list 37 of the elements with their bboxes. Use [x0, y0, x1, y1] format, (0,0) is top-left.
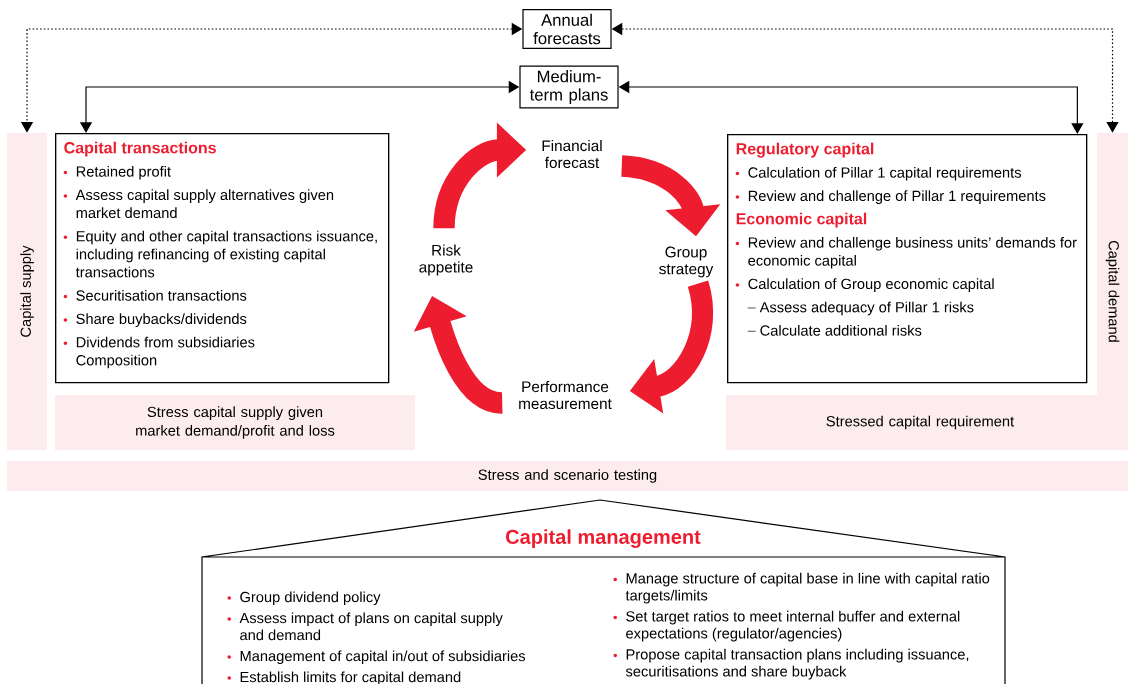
section-heading: Capital transactions	[64, 141, 216, 157]
list-item: Review and challenge business units’ demands for economic capital	[735, 236, 1077, 269]
cycle-label: Risk appetite	[419, 244, 473, 276]
list-item: Management of capital in/out of subsidiaries	[227, 650, 526, 665]
section-heading: Economic capital	[736, 212, 867, 228]
list-item: Review and challenge of Pillar 1 requirements	[735, 190, 1046, 204]
list-item: Calculation of Group economic capital	[735, 278, 994, 292]
list-item: Dividends from subsidiaries	[63, 336, 255, 348]
list-item: Assess adequacy of Pillar 1 risks	[747, 301, 974, 316]
section-heading: Regulatory capital	[736, 142, 874, 158]
list-item: Set target ratios to meet internal buffer and external expectations (regulator/agencies)	[613, 610, 960, 642]
stress-band: Stress capital supply given market demand/profit and loss	[55, 395, 415, 450]
plan-box: Annual forecasts	[522, 9, 612, 49]
list-item: Share buybacks/dividends	[63, 313, 247, 327]
text-box	[55, 133, 390, 384]
section-heading: Capital management	[506, 529, 701, 548]
list-item: Manage structure of capital base in line with capital ratio targets/limits	[613, 572, 990, 604]
list-item: Equity and other capital transactions issuance, including refinancing of existing capital transactions	[63, 230, 377, 278]
cycle-label: Performance measurement	[519, 380, 612, 410]
list-item: Calculate additional risks	[747, 324, 922, 336]
house-panel	[201, 499, 1006, 684]
list-item: Assess impact of plans on capital supply and demand	[227, 612, 503, 641]
list-item: Calculation of Pillar 1 capital requirements	[735, 166, 1021, 181]
list-item: Propose capital transaction plans including issuance, securitisations and share buyback	[613, 648, 969, 680]
node-label: Stressed capital requirement	[826, 415, 1015, 430]
cycle-label: Group strategy	[659, 246, 714, 278]
cycle-label: Financial forecast	[542, 139, 602, 169]
list-item: Securitisation transactions	[63, 289, 247, 301]
plan-box: Medium-term plans	[519, 65, 619, 109]
side-band: Capital demand	[1097, 133, 1128, 450]
side-band: Capital supply	[7, 133, 47, 450]
list-item: Group dividend policy	[227, 591, 381, 606]
stress-band: Stress and scenario testing	[7, 461, 1128, 491]
list-item: Retained profit	[63, 165, 171, 180]
list-item: Assess capital supply alternatives given market demand	[63, 189, 334, 219]
list-item: Composition	[76, 354, 157, 369]
text-box	[727, 134, 1088, 384]
